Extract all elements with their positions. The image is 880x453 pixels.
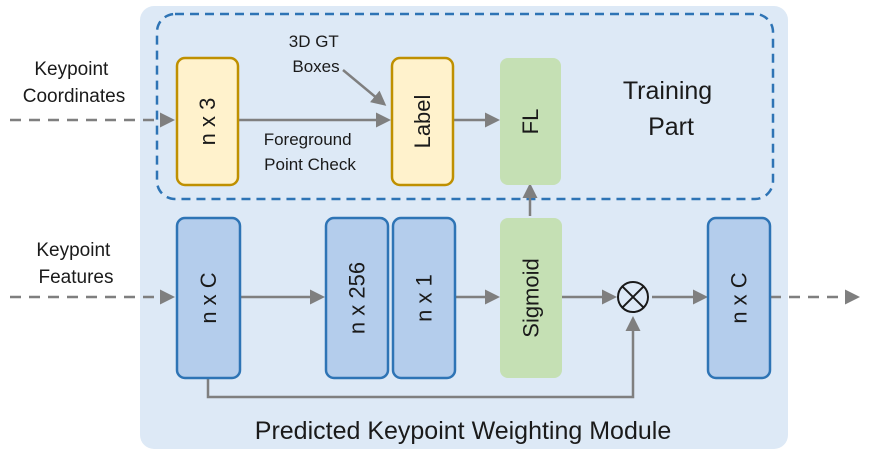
- features-block-label: n x C: [196, 272, 221, 323]
- gt-boxes-label: 3D GT Boxes: [289, 32, 344, 76]
- output-block: [706, 216, 772, 380]
- keypoint-coordinates-label: Keypoint Coordinates: [23, 59, 125, 107]
- output-block-label: n x C: [727, 272, 752, 323]
- coords-block-label: n x 3: [195, 98, 220, 146]
- label-block-label: Label: [410, 95, 435, 149]
- fc256-block: [324, 216, 390, 380]
- multiply-icon: [617, 281, 649, 313]
- module-background: [140, 6, 788, 449]
- fl-block: [500, 58, 561, 185]
- coords-block: [175, 56, 240, 187]
- gt-boxes-arrow: [342, 69, 387, 106]
- label-block: [390, 56, 455, 187]
- keypoint-features-label: Keypoint Features: [36, 240, 115, 288]
- fc1-block: [391, 216, 457, 380]
- training-part-region: [155, 12, 775, 201]
- sigmoid-block-label: Sigmoid: [519, 258, 544, 337]
- sigmoid-block: [500, 218, 562, 378]
- fc1-block-label: n x 1: [412, 274, 437, 322]
- fl-block-label: FL: [518, 109, 543, 135]
- foreground-check-label: Foreground Point Check: [264, 130, 357, 174]
- training-part-label: Training Part: [623, 77, 719, 141]
- module-title: Predicted Keypoint Weighting Module: [255, 417, 671, 445]
- skip-connection-arrow: [206, 316, 641, 399]
- features-block: [175, 216, 242, 380]
- fc256-block-label: n x 256: [345, 262, 370, 334]
